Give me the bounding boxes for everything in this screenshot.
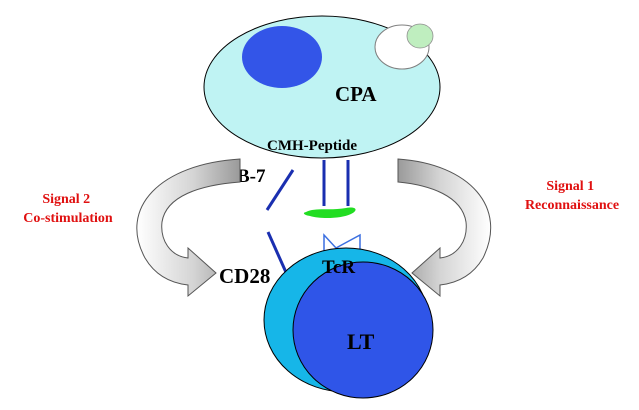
signal1-label: Signal 1 Reconnaissance — [525, 179, 619, 213]
cd28-label: CD28 — [219, 264, 270, 288]
signal2-label: Signal 2 Co-stimulation — [23, 192, 113, 226]
cmh-peptide-label: CMH-Peptide — [267, 138, 357, 154]
peptide-shape — [303, 207, 356, 219]
cpa-label: CPA — [335, 82, 377, 106]
cpa-cell: CPA CMH-Peptide — [203, 15, 441, 159]
lt-cell-inner — [292, 261, 434, 399]
signal2-curved-arrow — [136, 158, 241, 298]
signal1-subtitle: Reconnaissance — [525, 198, 619, 213]
vesicle-inner — [406, 23, 434, 49]
signal2-subtitle: Co-stimulation — [23, 211, 113, 226]
b7-label: B-7 — [237, 166, 266, 187]
signal1-title: Signal 1 — [546, 179, 594, 194]
signal1-curved-arrow — [397, 158, 492, 298]
b7-receptor-line — [265, 169, 295, 211]
tcr-label: TcR — [322, 257, 355, 278]
lt-label: LT — [347, 329, 375, 354]
signal2-title: Signal 2 — [42, 192, 90, 207]
lt-cell: LT — [263, 247, 434, 399]
cpa-nucleus — [242, 26, 322, 88]
